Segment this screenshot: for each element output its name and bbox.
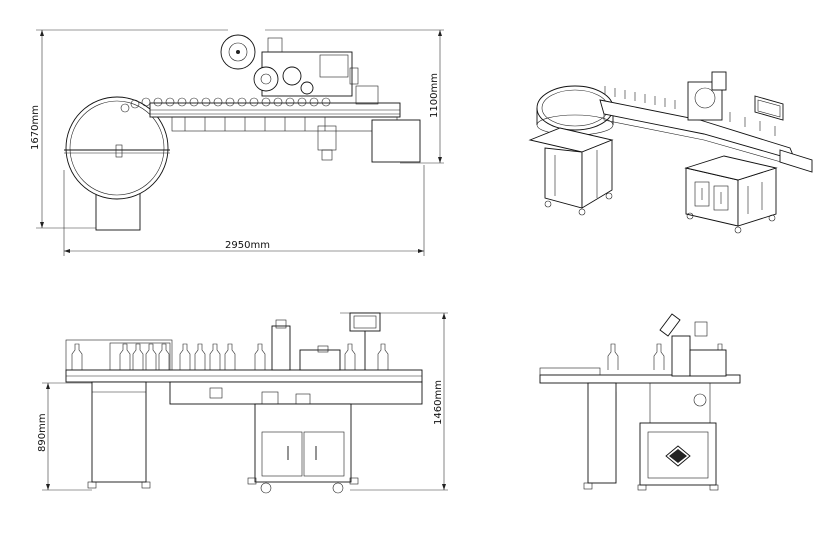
front-view: 890mm 1460mm: [37, 312, 448, 494]
side-view: [539, 313, 741, 491]
isometric-view: [528, 71, 813, 234]
overall-width-label: 2950mm: [225, 240, 270, 251]
dimension-overall-width: 2950mm: [63, 165, 425, 256]
conveyor-height-label: 890mm: [37, 413, 48, 452]
overall-depth-label: 1670mm: [30, 105, 41, 150]
conveyor-depth-label: 1100mm: [429, 73, 440, 118]
top-view: 1670mm 1100mm 2950mm: [30, 29, 444, 256]
dimension-conveyor-depth: 1100mm: [265, 29, 444, 164]
overall-height-label: 1460mm: [433, 380, 444, 425]
dimension-overall-depth: 1670mm: [30, 29, 228, 229]
dimension-conveyor-height: 890mm: [37, 382, 92, 491]
